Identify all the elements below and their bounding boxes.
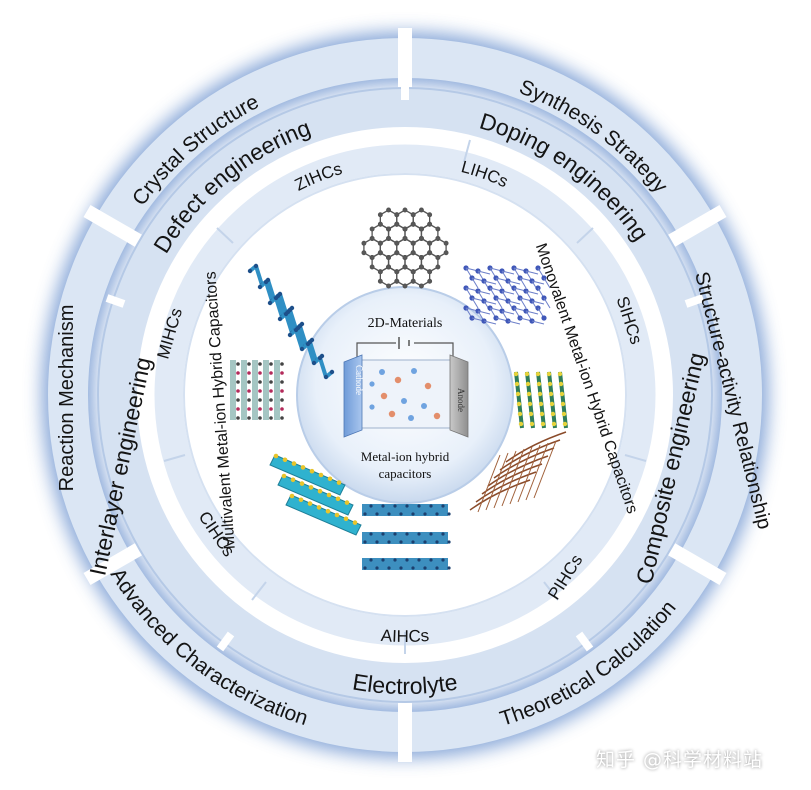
device-label-aihcs: AIHCs (380, 626, 430, 646)
anode-label: Anode (456, 388, 466, 412)
cathode-label: Cathode (354, 365, 364, 395)
center-title: 2D-Materials (368, 316, 443, 331)
graphene-structure (361, 207, 449, 289)
center-subtitle-line1: Metal-ion hybrid (361, 449, 450, 464)
mxene-network-structure (463, 265, 551, 325)
hybrid-capacitor-schematic: Cathode Anode (343, 337, 469, 438)
yellow-blue-slab-structure (269, 453, 362, 536)
layered-sulfide-right-structure (513, 371, 568, 429)
watermark: 知乎 @科学材料站 (596, 749, 764, 771)
brown-mesh-structure (469, 431, 567, 513)
outer-label-reaction-mechanism: Reaction Mechanism (56, 305, 78, 492)
nanosheet-stack-structure (362, 504, 451, 570)
strategy-ring (97, 82, 713, 703)
zigzag-chain-structure (247, 263, 335, 380)
ion-particles (369, 368, 441, 421)
layered-oxide-left-structure (230, 360, 284, 420)
strategy-label-electrolyte: Electrolyte (351, 669, 459, 699)
center-subtitle-line2: capacitors (379, 466, 432, 481)
